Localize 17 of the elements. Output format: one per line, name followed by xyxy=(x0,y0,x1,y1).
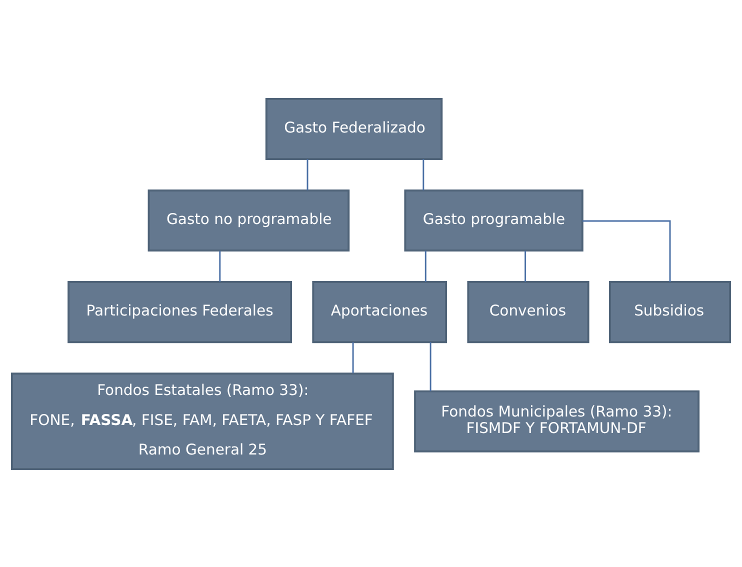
node-box: Gasto Federalizado xyxy=(265,97,443,160)
connector xyxy=(430,342,432,391)
connector xyxy=(219,250,221,282)
connector xyxy=(582,220,671,282)
connector xyxy=(422,158,424,190)
node-box: Fondos Estatales (Ramo 33): FONE, FASSA, FISE, FAM, FAETA, FASP Y FAFEF Ramo General 25 xyxy=(10,372,394,470)
connector xyxy=(524,250,526,282)
connector xyxy=(306,158,308,190)
node-box: Subsidios xyxy=(608,280,732,343)
node-box: Fondos Municipales (Ramo 33): FISMDF Y FORTAMUN-DF xyxy=(414,390,700,452)
connector xyxy=(424,250,426,282)
node-box: Aportaciones xyxy=(312,280,448,343)
node-box: Gasto no programable xyxy=(148,189,350,252)
connector xyxy=(352,342,354,373)
node-box: Gasto programable xyxy=(404,189,584,252)
node-box: Participaciones Federales xyxy=(68,280,292,343)
node-box: Convenios xyxy=(467,280,590,343)
